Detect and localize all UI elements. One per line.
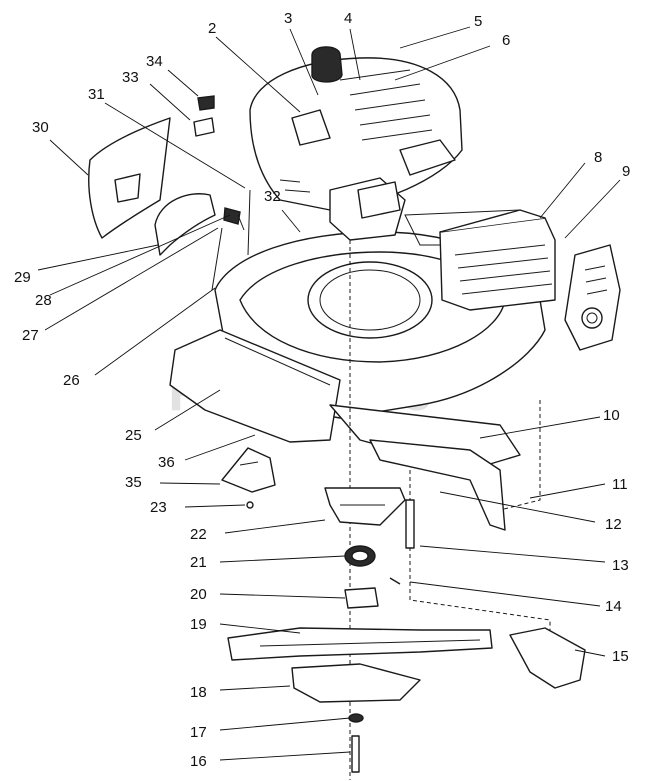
callout-21: 21 — [190, 554, 207, 571]
rear-bracket — [564, 244, 621, 351]
callout-4: 4 — [344, 10, 352, 27]
front-skirt — [221, 447, 276, 509]
handle-knob — [193, 95, 215, 137]
callout-5: 5 — [474, 13, 482, 30]
callout-11: 11 — [612, 476, 628, 493]
callout-35: 35 — [125, 474, 142, 491]
callout-numbers: 2 3 4 5 6 8 9 10 11 12 13 14 15 16 17 18… — [14, 10, 630, 770]
callout-31: 31 — [88, 86, 105, 103]
discharge-chute — [439, 209, 556, 311]
callout-29: 29 — [14, 269, 31, 286]
height-adjust-bracket — [154, 193, 241, 256]
callout-10: 10 — [603, 407, 620, 424]
callout-17: 17 — [190, 724, 207, 741]
rear-door — [369, 439, 506, 531]
blade-adapter-bracket — [324, 487, 406, 526]
callout-2: 2 — [208, 20, 216, 37]
callout-26: 26 — [63, 372, 80, 389]
callout-15: 15 — [612, 648, 629, 665]
callout-6: 6 — [502, 32, 510, 49]
pins — [211, 189, 251, 291]
callout-16: 16 — [190, 753, 207, 770]
callout-22: 22 — [190, 526, 207, 543]
callout-18: 18 — [190, 684, 207, 701]
callout-9: 9 — [622, 163, 630, 180]
callout-13: 13 — [612, 557, 629, 574]
bearing — [344, 545, 401, 585]
callout-19: 19 — [190, 616, 207, 633]
rear-trim-cover — [88, 117, 171, 239]
callout-27: 27 — [22, 327, 39, 344]
callout-12: 12 — [605, 516, 622, 533]
leader-lines — [37, 26, 621, 761]
callout-23: 23 — [150, 499, 167, 516]
callout-34: 34 — [146, 53, 163, 70]
callout-25: 25 — [125, 427, 142, 444]
callout-8: 8 — [594, 149, 602, 166]
callout-20: 20 — [190, 586, 207, 603]
engine — [249, 46, 546, 246]
bolt — [405, 499, 415, 549]
mulch-plug — [509, 627, 586, 689]
callout-32: 32 — [264, 188, 281, 205]
callout-36: 36 — [158, 454, 175, 471]
blade-bolt — [348, 713, 364, 773]
callout-28: 28 — [35, 292, 52, 309]
callout-14: 14 — [605, 598, 622, 615]
blade-adapter — [344, 587, 379, 609]
blade — [227, 627, 493, 661]
callout-33: 33 — [122, 69, 139, 86]
blade-stiffener — [291, 663, 421, 703]
callout-30: 30 — [32, 119, 49, 136]
callout-3: 3 — [284, 10, 292, 27]
